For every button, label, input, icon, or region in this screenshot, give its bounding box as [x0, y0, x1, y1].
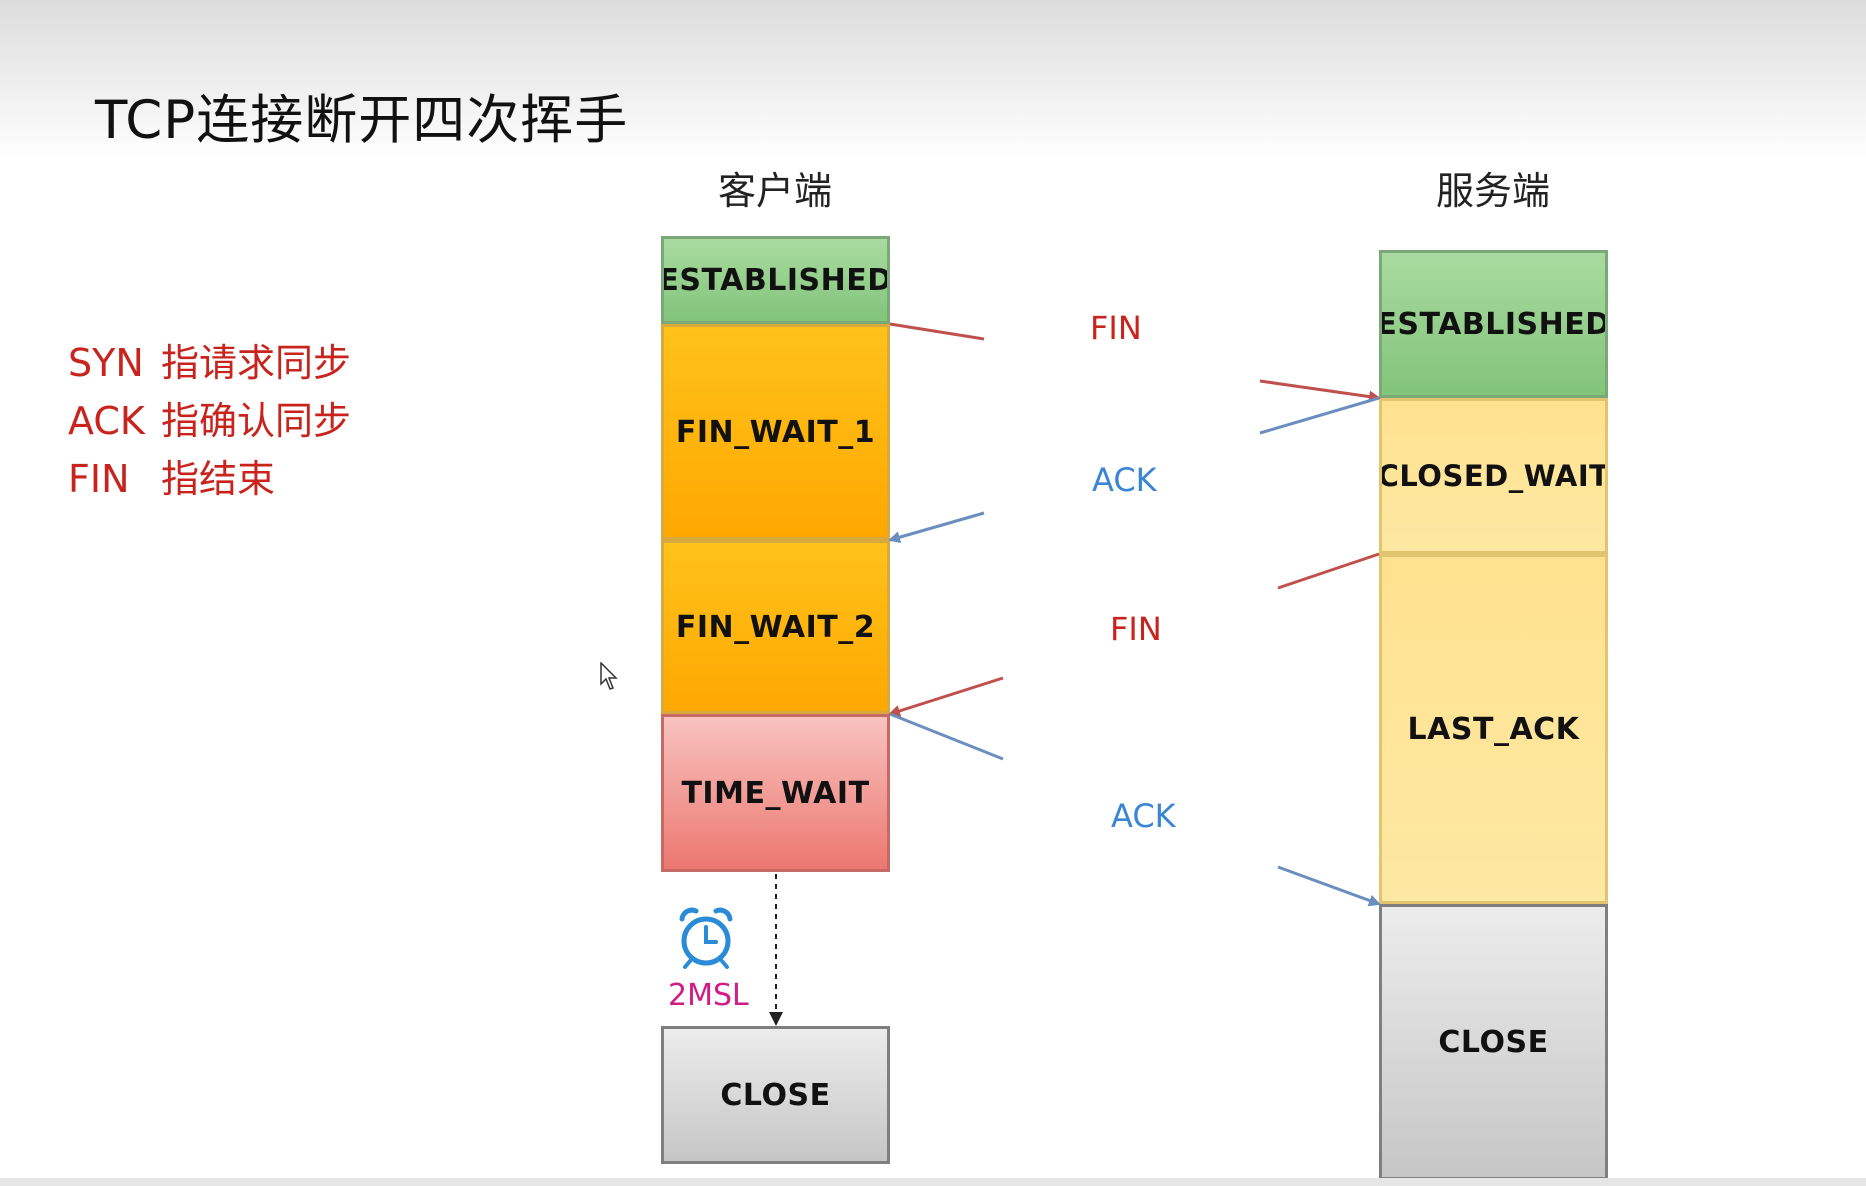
title-band [0, 0, 1866, 160]
legend-desc: 指请求同步 [161, 341, 352, 385]
client-state-close: CLOSE [661, 1026, 890, 1164]
client-state-established: ESTABLISHED [661, 236, 890, 324]
fin-2-arrow-start [1277, 552, 1380, 590]
server-state-close: CLOSE [1379, 904, 1608, 1180]
ack-2-arrow-start [889, 712, 1004, 761]
legend-fin: FIN 指结束 [68, 448, 275, 503]
client-state-fin-wait-2: FIN_WAIT_2 [661, 540, 890, 714]
legend-syn: SYN 指请求同步 [68, 332, 351, 387]
legend-desc: 指确认同步 [161, 399, 352, 443]
msg-ack-2: ACK [1111, 797, 1176, 835]
client-state-time-wait: TIME_WAIT [661, 714, 890, 872]
legend-abbr: ACK [68, 399, 145, 443]
server-label: 服务端 [1436, 169, 1551, 213]
mouse-pointer-icon [600, 662, 618, 690]
msg-fin-1: FIN [1090, 309, 1142, 347]
client-state-fin-wait-1: FIN_WAIT_1 [661, 324, 890, 540]
legend-abbr: SYN [68, 341, 144, 385]
legend-abbr: FIN [68, 457, 130, 501]
fin-1-arrow-end [1259, 379, 1381, 403]
bottom-bar [0, 1178, 1866, 1186]
legend-desc: 指结束 [161, 457, 276, 501]
server-state-last-ack: LAST_ACK [1379, 554, 1608, 904]
ack-1-arrow-end [888, 511, 985, 544]
msg-ack-1: ACK [1092, 461, 1157, 499]
ack-2-arrow-end [1277, 865, 1381, 907]
ack-1-arrow-start [1259, 396, 1380, 435]
client-label: 客户端 [718, 169, 833, 213]
alarm-clock-icon [679, 907, 733, 969]
msg-fin-2: FIN [1110, 610, 1162, 648]
page-title: TCP连接断开四次挥手 [95, 90, 629, 151]
fin-1-arrow-start [889, 322, 985, 341]
timer-label: 2MSL [668, 978, 749, 1013]
server-state-closed-wait: CLOSED_WAIT [1379, 398, 1608, 554]
legend-ack: ACK 指确认同步 [68, 390, 351, 445]
time-wait-dotted-arrowhead [769, 1012, 783, 1026]
server-state-established: ESTABLISHED [1379, 250, 1608, 398]
fin-2-arrow-end [888, 676, 1004, 717]
